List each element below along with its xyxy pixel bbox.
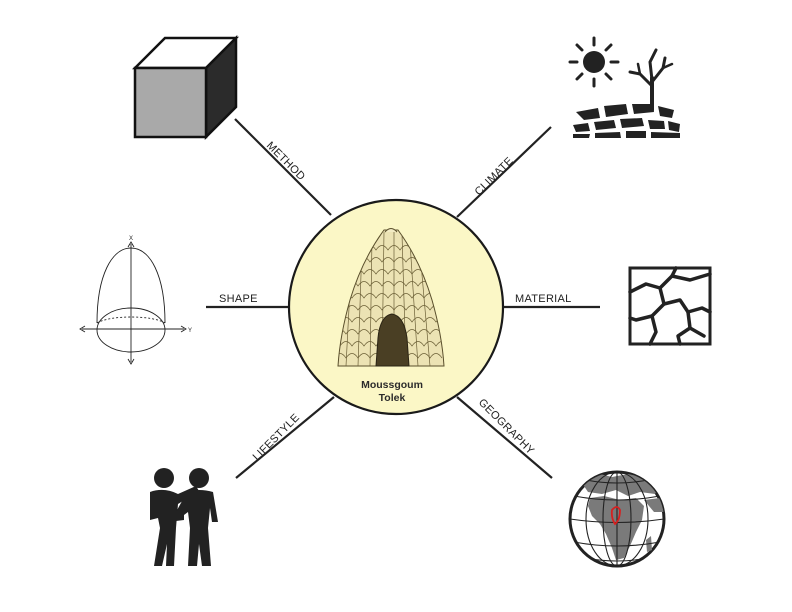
climate-label: CLIMATE	[473, 155, 516, 198]
sun-icon	[568, 36, 620, 88]
method-label: METHOD	[264, 140, 307, 183]
climate-connector	[456, 126, 552, 218]
shape-label: SHAPE	[219, 293, 258, 305]
lifestyle-connector	[235, 396, 335, 479]
paraboloid-graph-icon	[79, 241, 187, 365]
center-node: Moussgoum Tolek	[287, 198, 505, 416]
geography-label: GEOGRAPHY	[476, 397, 537, 458]
method-connector	[234, 118, 332, 216]
material-label: MATERIAL	[515, 293, 572, 305]
shape-x-axis-label: X	[129, 236, 133, 242]
two-people-icon	[150, 468, 218, 566]
center-title-line2: Tolek	[379, 392, 406, 404]
center-title-line1: Moussgoum	[361, 379, 423, 391]
cracked-earth-icon	[573, 104, 680, 138]
sun-dead-tree-cracked-earth-icon	[568, 36, 680, 138]
globe-africa-icon	[568, 470, 666, 568]
cracked-mud-square-icon	[628, 266, 712, 346]
lifestyle-label: LIFESTYLE	[251, 412, 302, 463]
dead-tree-icon	[628, 48, 674, 112]
shape-y-axis-label: Y	[188, 328, 192, 334]
location-marker	[610, 506, 621, 526]
cube-icon	[131, 34, 240, 141]
geography-connector	[456, 396, 553, 479]
connector-lines	[206, 118, 600, 479]
